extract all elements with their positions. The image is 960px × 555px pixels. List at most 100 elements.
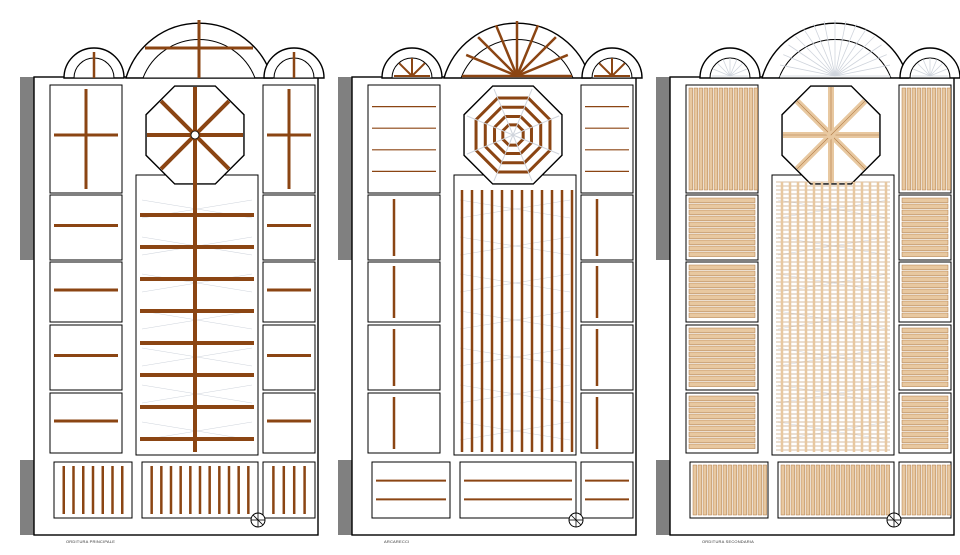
- side-room-5: [367, 392, 441, 454]
- decking-plank: [810, 464, 815, 516]
- decking-plank: [805, 464, 810, 516]
- decking-plank: [870, 464, 875, 516]
- decking-plank: [901, 288, 949, 294]
- decking-plank: [688, 339, 756, 345]
- plan-3: [656, 20, 960, 536]
- decking-plank: [800, 464, 805, 516]
- decking-plank: [901, 413, 949, 419]
- decking-plank: [688, 312, 756, 318]
- apse-purlin: [477, 36, 518, 77]
- apse-fan: [783, 54, 836, 77]
- decking-plank: [733, 87, 738, 191]
- decking-plank: [926, 87, 931, 191]
- decking-plank: [901, 339, 949, 345]
- side-room-10: [580, 392, 634, 454]
- nave: [453, 174, 577, 456]
- neighbor-building-top: [656, 77, 670, 260]
- decking-plank: [757, 464, 762, 516]
- decking-plank: [946, 87, 951, 191]
- decking-plank: [911, 464, 916, 516]
- decking-plank: [697, 464, 702, 516]
- decking-plank: [722, 464, 727, 516]
- decking-plank: [688, 197, 756, 203]
- decking-plank: [936, 87, 941, 191]
- decking-plank: [901, 431, 949, 437]
- decking-plank: [916, 464, 921, 516]
- decking-plank: [728, 87, 733, 191]
- decking-plank: [901, 363, 949, 369]
- decking-plank: [901, 215, 949, 221]
- decking-plank: [688, 443, 756, 449]
- neighbor-building-bottom: [338, 460, 352, 535]
- plan-2-caption: ARCARECCI: [384, 539, 410, 544]
- decking-plank: [688, 363, 756, 369]
- decking-plank: [901, 245, 949, 251]
- small-apse-purlin: [611, 62, 626, 77]
- dome-sector-edge: [796, 100, 832, 136]
- dome-radial-beam: [193, 99, 231, 137]
- decking-plank: [688, 209, 756, 215]
- decking-plank: [916, 87, 921, 191]
- decking-plank: [901, 239, 949, 245]
- apse-purlin: [465, 53, 518, 78]
- apse-fan: [834, 54, 887, 77]
- decking-plank: [880, 464, 885, 516]
- decking-plank: [795, 464, 800, 516]
- apse-fan: [803, 29, 836, 77]
- decking-plank: [901, 401, 949, 407]
- decking-plank: [688, 227, 756, 233]
- plan-3-caption: ORDITURA SECONDARIA: [702, 539, 755, 544]
- compass-rose-icon: [570, 514, 582, 526]
- small-apse-fan: [929, 59, 938, 77]
- decking-plank: [901, 87, 906, 191]
- decking-plank: [688, 282, 756, 288]
- side-room-10: [262, 392, 316, 454]
- decking-plank: [708, 87, 713, 191]
- small-apse-fan: [729, 68, 747, 77]
- decking-plank: [931, 87, 936, 191]
- decking-plank: [946, 464, 951, 516]
- decking-plank: [790, 464, 795, 516]
- decking-plank: [901, 264, 949, 270]
- decking-plank: [688, 203, 756, 209]
- decking-plank: [901, 251, 949, 257]
- decking-plank: [830, 464, 835, 516]
- decking-plank: [901, 369, 949, 375]
- dome-radial-beam: [159, 99, 197, 137]
- decking-plank: [738, 87, 743, 191]
- compass-rose-icon: [888, 514, 900, 526]
- decking-plank: [748, 87, 753, 191]
- decking-plank: [688, 357, 756, 363]
- decking-plank: [901, 227, 949, 233]
- dome-sector-edge: [796, 134, 832, 170]
- dome-center-ring: [190, 130, 200, 140]
- decking-plank: [901, 282, 949, 288]
- decking-plank: [835, 464, 840, 516]
- side-room-9: [262, 324, 316, 391]
- decking-plank: [727, 464, 732, 516]
- decking-plank: [688, 251, 756, 257]
- decking-plank: [703, 87, 708, 191]
- small-apse-fan: [922, 59, 931, 77]
- decking-plank: [688, 87, 693, 191]
- dome-sector-edge: [830, 100, 866, 136]
- side-room-9: [580, 324, 634, 391]
- decking-plank: [901, 233, 949, 239]
- bottom-bay-3: [262, 461, 316, 519]
- small-apse-fan: [716, 62, 731, 77]
- plan-2: [338, 21, 643, 536]
- decking-plank: [688, 294, 756, 300]
- decking-plank: [901, 270, 949, 276]
- decking-plank: [845, 464, 850, 516]
- decking-plank: [875, 464, 880, 516]
- decking-plank: [825, 464, 830, 516]
- decking-plank: [901, 276, 949, 282]
- dome-sector-edge: [830, 134, 866, 170]
- decking-plank: [688, 239, 756, 245]
- decking-plank: [901, 464, 906, 516]
- decking-plank: [688, 407, 756, 413]
- side-room-7: [580, 194, 634, 261]
- apse-fan: [788, 44, 836, 77]
- decking-plank: [688, 345, 756, 351]
